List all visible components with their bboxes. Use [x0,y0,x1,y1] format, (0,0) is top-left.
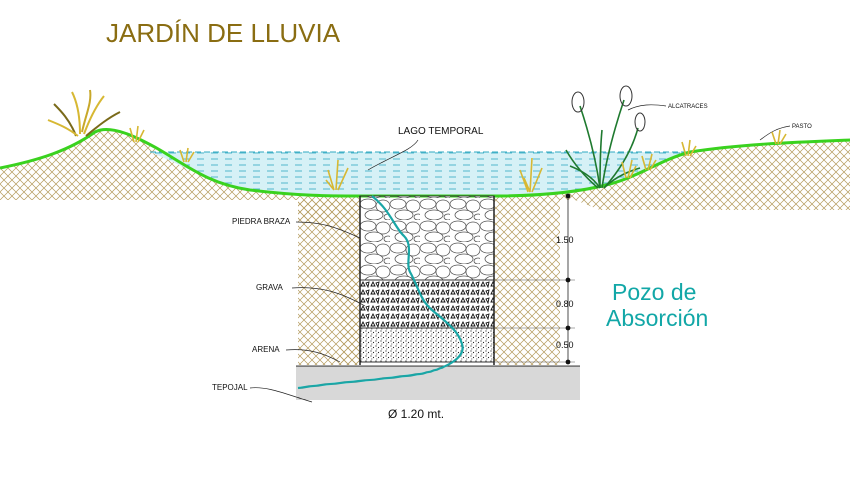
dim-layer-3: 0.50 [556,340,574,350]
diagram-title: JARDÍN DE LLUVIA [106,18,341,48]
grass-tufts-icon [129,125,787,193]
label-arena: ARENA [252,345,280,354]
diameter-label: Ø 1.20 mt. [388,407,444,421]
label-piedra-braza: PIEDRA BRAZA [232,217,291,226]
label-grava: GRAVA [256,283,283,292]
left-plant-icon [47,89,121,137]
label-lago-temporal: LAGO TEMPORAL [398,126,484,137]
soil-right [494,140,850,365]
ground-line [0,127,850,198]
alcatraces-plant-icon [565,85,646,189]
dim-dot-3 [565,325,571,331]
dim-dot-4 [565,359,571,365]
pozo-title-line1: Pozo de [612,279,696,305]
leader-pasto [759,125,791,141]
leader-arena [285,349,341,363]
leader-alcatraces [627,104,667,111]
flow-line [297,195,464,390]
leader-tepojal [249,387,313,403]
arena-layer [359,327,495,363]
leader-grava [291,287,366,307]
label-tepojal: TEPOJAL [212,383,248,392]
tepojal-layer [296,366,580,400]
leader-lago-temporal [367,139,419,171]
soil-band [298,200,360,365]
dim-dot-1 [565,193,571,199]
leader-piedra-braza [295,221,361,239]
label-alcatraces: ALCATRACES [668,104,708,110]
pozo-title-line2: Absorción [606,305,708,331]
piedra-braza-layer [359,195,495,281]
dim-layer-1: 1.50 [556,235,574,245]
soil-left [0,129,360,365]
label-pasto: PASTO [792,124,812,130]
dim-layer-2: 0.80 [556,299,574,309]
dim-dot-2 [565,277,571,283]
lago-temporal-waves [150,152,690,196]
